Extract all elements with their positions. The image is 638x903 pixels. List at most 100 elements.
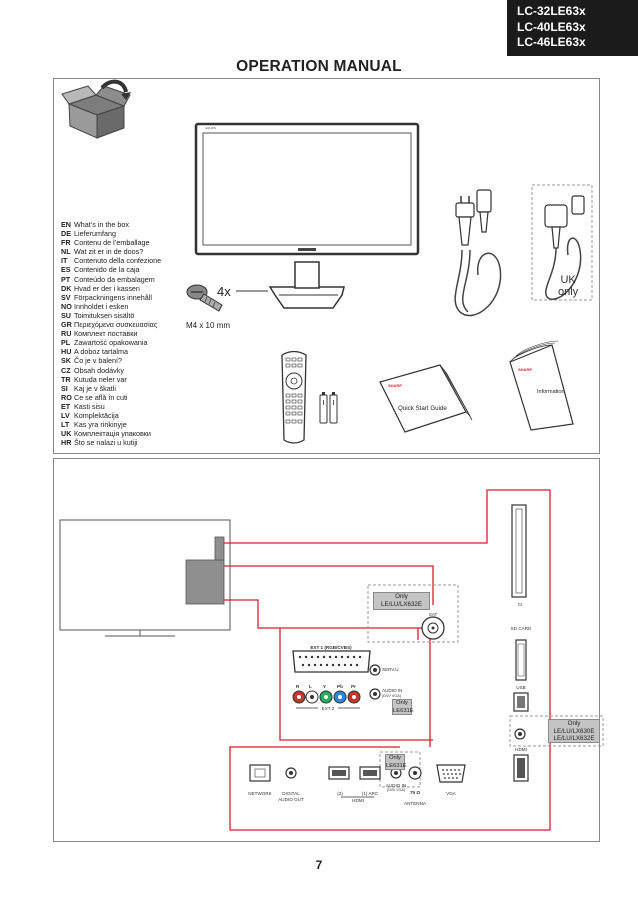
language-code: ES	[61, 265, 71, 275]
bottom-audio-only-note: Only LE631E	[385, 754, 407, 770]
bottom-audio-in-label: AUDIO IN	[385, 783, 407, 788]
hdmi2-port-connector	[328, 766, 350, 780]
headphone-jack-connector	[514, 728, 526, 740]
page-title: OPERATION MANUAL	[236, 58, 402, 75]
tv-front-image	[194, 122, 420, 256]
tv-stand-image	[268, 261, 345, 309]
uk-only-label: UK only	[558, 274, 578, 298]
language-code: EN	[61, 220, 71, 229]
model-32: LC-32LE63x	[517, 4, 586, 18]
ext2-rca-letter: L	[309, 684, 312, 689]
bottom-audio-in-sub-label: (DVI/ VGA)	[387, 788, 405, 792]
audio-only-note: Only LE631E	[392, 699, 414, 715]
language-code: NO	[61, 301, 72, 311]
language-text: Hvad er der i kassen	[74, 283, 140, 293]
ext1-label: EXT 1 (RGB/CVBS)	[310, 645, 352, 650]
language-code: SV	[61, 292, 71, 302]
language-row: SI Kaj je v škatli	[61, 384, 161, 393]
hdmi-side-port-connector	[513, 754, 529, 782]
vga-port-connector	[436, 764, 466, 783]
language-text: Περιεχόμενα συσκευασίας	[74, 320, 158, 330]
network-port-connector	[249, 764, 271, 782]
network-label: NETWORK	[248, 791, 272, 796]
ext2-rca-letter: Y	[323, 684, 327, 689]
language-text: Kas yra rinkinyje	[74, 420, 127, 430]
audio-in-label: AUDIO IN	[382, 688, 403, 693]
digital-audio-out-connector	[285, 767, 297, 779]
remote-control-image	[281, 350, 307, 444]
servu-label: SERV.U	[382, 667, 399, 672]
page-number: 7	[315, 858, 323, 872]
language-text: Contenido de la caja	[74, 265, 140, 275]
language-text: Комплектація упаковки	[74, 429, 151, 439]
ext2-rca-letter: R	[296, 684, 300, 689]
sat-connector	[421, 616, 445, 640]
language-text: Zawartość opakowania	[74, 338, 148, 348]
digital-audio-out-label: DIGITAL AUDIO OUT	[278, 791, 304, 802]
power-cord-uk-image	[544, 195, 585, 300]
language-code: DE	[61, 229, 71, 239]
uk-only-line-2: only	[558, 286, 579, 298]
language-code: ET	[61, 401, 71, 411]
audio-in-sub-label: (DVI/ VGA)	[382, 694, 401, 698]
sd-card-slot-connector	[515, 639, 527, 681]
language-text: Ce se află în cuti	[74, 392, 128, 402]
screw-icon	[186, 284, 223, 312]
servu-connector	[369, 664, 381, 676]
language-text: Kasti sisu	[74, 401, 105, 411]
sat-label: SAT	[428, 612, 438, 617]
language-text: What’s in the box	[74, 220, 130, 229]
language-row: LT Kas yra rinkinyje	[61, 420, 161, 429]
hdmi-side-label: HDMI	[515, 747, 527, 752]
language-code: RO	[61, 392, 72, 402]
language-text: Kaj je v škatli	[74, 383, 116, 393]
tv-logo-small: AQUOS	[205, 126, 216, 130]
information-label: Information	[537, 389, 565, 395]
hdmi-group-label: HDMI	[348, 798, 368, 804]
ci-slot-connector	[511, 504, 527, 598]
tv-rear-image	[59, 519, 231, 637]
language-text: Što se nalazi u kutiji	[74, 438, 138, 448]
language-code: SI	[61, 383, 68, 393]
screw-quantity: 4x	[217, 284, 231, 299]
uk-only-line-1: UK	[560, 274, 576, 286]
language-text: Conteúdo da embalagem	[74, 274, 155, 284]
scart-ext1-connector	[292, 650, 371, 673]
language-code: NL	[61, 247, 71, 257]
audio-in-connector	[369, 688, 381, 700]
language-text: Komplektācija	[74, 410, 119, 420]
info-brand-logo: SHARP	[518, 367, 532, 372]
antenna-label: ANTENNA	[404, 801, 426, 806]
language-code: UK	[61, 429, 72, 439]
language-code: LT	[61, 420, 70, 430]
headphone-only-note: Only LE/LU/LX630E LE/LU/LX632E	[548, 719, 600, 743]
hdmi2-label: (2)	[337, 791, 343, 796]
sat-only-note: Only LE/LU/LX632E	[373, 592, 430, 610]
language-code: CZ	[61, 365, 71, 375]
usb-port-connector	[513, 692, 529, 712]
ext2-rca-letter: Pr	[351, 684, 356, 689]
language-text: Lieferumfang	[74, 229, 116, 239]
language-text: Toimituksen sisältö	[74, 310, 135, 320]
language-text: Čo je v balení?	[74, 356, 122, 366]
qsg-brand-logo: SHARP	[388, 383, 402, 388]
language-text: Kutuda neler var	[74, 374, 127, 384]
